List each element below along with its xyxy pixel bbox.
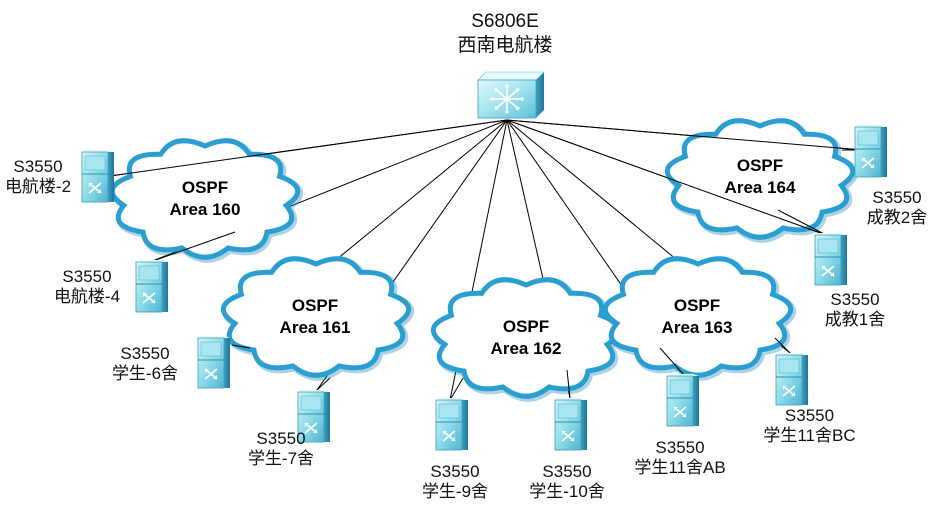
switch-model: S3550 bbox=[256, 429, 306, 448]
core-switch-location: 西南电航楼 bbox=[457, 35, 553, 56]
switch-icon bbox=[814, 233, 847, 286]
cloud-area-162 bbox=[431, 277, 624, 402]
cloud-outline bbox=[665, 118, 855, 240]
switch-model: S3550 bbox=[542, 462, 592, 481]
cloud-area-161 bbox=[221, 256, 414, 381]
switch-model: S3550 bbox=[830, 290, 880, 309]
area-164-label: OSPF Area 164 bbox=[705, 155, 815, 199]
area-164-protocol: OSPF bbox=[736, 156, 784, 175]
switch-icon bbox=[775, 353, 808, 406]
switch-xuesheng-7-label: S3550 学生-7舍 bbox=[236, 429, 326, 469]
core-switch-label: S6806E 西南电航楼 bbox=[440, 10, 570, 58]
switch-location: 电航楼-2 bbox=[4, 177, 72, 196]
switch-icon bbox=[554, 398, 587, 451]
access-link bbox=[149, 231, 236, 263]
switch-model: S3550 bbox=[120, 344, 170, 363]
switch-location: 学生-7舍 bbox=[247, 449, 315, 468]
trunk-link-overlay bbox=[506, 119, 827, 236]
access-link bbox=[231, 344, 251, 349]
cloud-area-164 bbox=[665, 118, 858, 243]
access-link bbox=[316, 377, 331, 391]
switch-location: 电航楼-4 bbox=[53, 287, 121, 306]
switch-chengjiao-2-label: S3550 成教2舍 bbox=[852, 188, 942, 228]
trunk-link-overlay bbox=[109, 119, 508, 177]
switch-location: 学生11舍BC bbox=[763, 426, 856, 445]
core-switch-model: S6806E bbox=[471, 11, 539, 32]
cloud-outline bbox=[221, 256, 411, 378]
area-161-label: OSPF Area 161 bbox=[260, 295, 370, 339]
access-link bbox=[566, 369, 571, 399]
area-163-name: Area 163 bbox=[661, 318, 733, 337]
switch-location: 学生-6舍 bbox=[111, 364, 179, 383]
switch-chengjiao-1-label: S3550 成教1舍 bbox=[810, 290, 900, 330]
switch-model: S3550 bbox=[13, 157, 63, 176]
switch-model: S3550 bbox=[430, 462, 480, 481]
switch-model: S3550 bbox=[62, 267, 112, 286]
switch-icon bbox=[197, 336, 230, 389]
switch-model: S3550 bbox=[655, 438, 705, 457]
switch-icon bbox=[297, 390, 330, 443]
switch-location: 成教2舍 bbox=[866, 208, 928, 227]
area-160-protocol: OSPF bbox=[181, 178, 229, 197]
switch-model: S3550 bbox=[872, 188, 922, 207]
switch-icon bbox=[135, 260, 168, 313]
switch-xuesheng-11ab-label: S3550 学生11舍AB bbox=[625, 438, 735, 478]
area-163-protocol: OSPF bbox=[673, 296, 721, 315]
switch-layer bbox=[81, 71, 887, 451]
multilayer-switch-icon bbox=[477, 71, 545, 119]
trunk-link-overlay bbox=[506, 119, 863, 151]
switch-icon bbox=[666, 374, 699, 427]
switch-icon bbox=[854, 125, 887, 178]
switch-xuesheng-6-label: S3550 学生-6舍 bbox=[100, 344, 190, 384]
clouds-layer bbox=[110, 118, 858, 402]
access-link bbox=[777, 209, 827, 236]
access-link bbox=[774, 337, 791, 354]
area-160-name: Area 160 bbox=[169, 200, 241, 219]
inner-links-layer bbox=[109, 119, 863, 401]
area-162-name: Area 162 bbox=[490, 339, 562, 358]
access-link bbox=[449, 377, 464, 401]
cloud-area-163 bbox=[603, 256, 796, 381]
cloud-outline bbox=[603, 256, 793, 378]
area-160-label: OSPF Area 160 bbox=[150, 177, 260, 221]
switch-icon bbox=[81, 150, 114, 203]
switch-location: 学生-9舍 bbox=[421, 482, 489, 501]
switch-location: 学生11舍AB bbox=[634, 458, 726, 477]
area-164-name: Area 164 bbox=[724, 178, 796, 197]
switch-xuesheng-9-label: S3550 学生-9舍 bbox=[410, 462, 500, 502]
switch-location: 成教1舍 bbox=[824, 310, 886, 329]
cloud-outline bbox=[431, 277, 621, 399]
access-link bbox=[659, 347, 684, 375]
area-162-protocol: OSPF bbox=[502, 317, 550, 336]
area-163-label: OSPF Area 163 bbox=[642, 295, 752, 339]
area-161-protocol: OSPF bbox=[291, 296, 339, 315]
area-161-name: Area 161 bbox=[279, 318, 351, 337]
switch-xuesheng-11bc-label: S3550 学生11舍BC bbox=[752, 406, 867, 446]
switch-dianhang-4-label: S3550 电航楼-4 bbox=[42, 267, 132, 307]
area-162-label: OSPF Area 162 bbox=[471, 316, 581, 360]
switch-dianhang-2-label: S3550 电航楼-2 bbox=[0, 157, 76, 197]
switch-location: 学生-10舍 bbox=[529, 482, 605, 501]
switch-xuesheng-10-label: S3550 学生-10舍 bbox=[517, 462, 617, 502]
switch-icon bbox=[435, 398, 468, 451]
switch-model: S3550 bbox=[784, 406, 835, 425]
